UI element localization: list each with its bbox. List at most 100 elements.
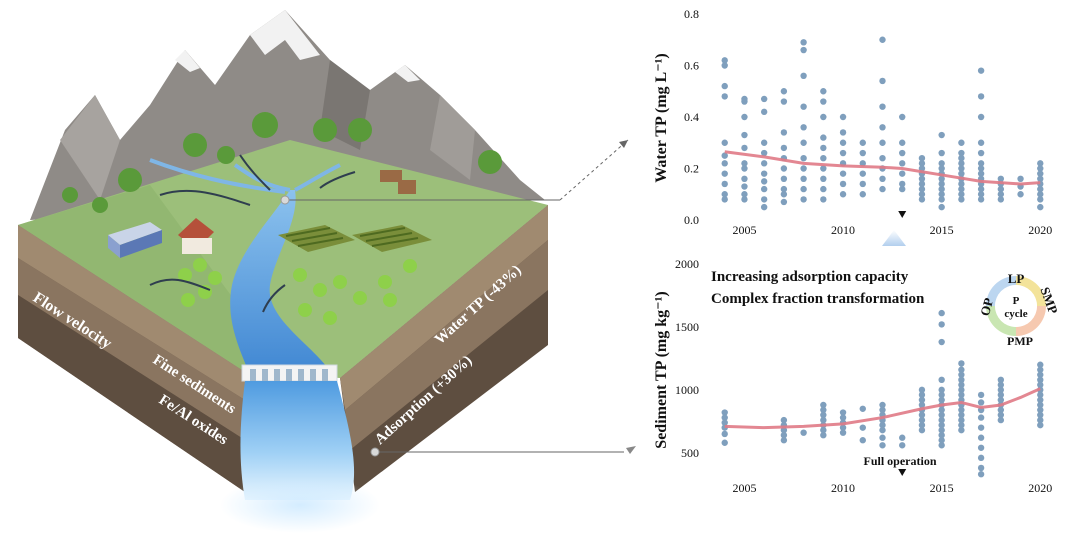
c1-data-point [938, 203, 945, 211]
c1-data-point [721, 93, 728, 100]
c2-y-tick-label: 2000 [675, 257, 699, 271]
c2-data-point [1037, 361, 1044, 368]
c2-data-point [918, 401, 926, 409]
c2-data-point [997, 381, 1005, 389]
c2-data-point [918, 386, 926, 394]
c1-data-point [899, 170, 906, 177]
c2-data-point [899, 434, 906, 441]
c1-data-point [977, 185, 985, 193]
c1-data-point [839, 129, 847, 136]
c2-data-point [958, 360, 965, 367]
c1-data-point [721, 139, 728, 146]
c1-data-point [977, 160, 985, 167]
c1-data-point [958, 165, 965, 172]
c1-data-point [760, 95, 768, 103]
c2-data-point [918, 411, 926, 419]
c2-data-point [938, 406, 945, 414]
c1-data-point [859, 160, 866, 167]
sediment-tp-operation-marker [898, 469, 907, 476]
c2-data-point [879, 442, 886, 449]
c2-data-point [958, 381, 965, 389]
c2-data-point [721, 414, 728, 421]
c1-data-point [997, 196, 1005, 203]
c1-data-point [977, 139, 985, 146]
c1-data-point [820, 175, 827, 182]
c1-y-tick-label: 0.4 [684, 110, 699, 124]
c1-data-point [741, 191, 748, 198]
c2-x-tick-label: 2020 [1028, 481, 1052, 495]
c2-data-point [820, 432, 827, 439]
c1-data-point [958, 191, 965, 198]
c2-data-point [1037, 371, 1044, 378]
c1-data-point [800, 103, 807, 110]
c2-data-point [938, 396, 945, 404]
c1-data-point [741, 144, 748, 152]
c1-data-point [899, 149, 906, 157]
p-cycle-op: OP [977, 296, 996, 317]
c1-data-point [938, 149, 945, 157]
c2-data-point [780, 416, 788, 424]
c2-data-point [997, 396, 1005, 404]
c1-data-point [800, 139, 807, 146]
c1-data-point [899, 113, 906, 121]
c1-data-point [977, 196, 985, 203]
c2-data-point [1037, 396, 1044, 404]
c2-data-point [938, 321, 945, 328]
c1-data-point [760, 108, 768, 116]
c2-data-point [938, 416, 945, 424]
c1-data-point [780, 129, 788, 136]
c1-data-point [918, 160, 926, 167]
c2-data-point [918, 396, 926, 404]
transition-arrow [882, 230, 906, 246]
c1-data-point [859, 191, 866, 198]
c2-data-point [938, 437, 945, 444]
c1-x-tick-label: 2015 [930, 223, 954, 237]
c2-data-point [938, 376, 945, 384]
c2-data-point [938, 426, 945, 434]
c2-y-tick-label: 1500 [675, 320, 699, 334]
c1-data-point [899, 185, 906, 193]
c1-data-point [977, 93, 985, 100]
water-tp-y-ticks: 0.00.20.40.60.8 [684, 7, 699, 227]
c2-data-point [721, 419, 728, 426]
c1-data-point [721, 152, 728, 159]
c2-data-point [820, 411, 827, 419]
c1-data-point [879, 155, 886, 162]
c1-data-point [820, 88, 827, 95]
c1-data-point [721, 82, 728, 90]
c2-data-point [879, 421, 886, 429]
c1-data-point [780, 98, 788, 105]
c1-data-point [839, 170, 847, 177]
c1-data-point [780, 175, 788, 182]
c1-data-point [899, 180, 906, 188]
c2-data-point [958, 371, 965, 378]
c1-x-tick-label: 2020 [1028, 223, 1052, 237]
c1-data-point [918, 185, 926, 193]
c1-data-point [760, 160, 768, 167]
c1-data-point [997, 175, 1005, 182]
adsorption-capacity-text: Increasing adsorption capacity [711, 269, 909, 285]
c2-data-point [958, 426, 965, 434]
c2-data-point [997, 386, 1005, 394]
c1-data-point [760, 139, 768, 146]
c2-data-point [879, 401, 886, 409]
sediment-tp-trend-line [724, 387, 1041, 430]
landscape-illustration: Flow velocity Fine sediments Fe/Al oxide… [18, 10, 636, 533]
c1-data-point [741, 183, 748, 190]
p-cycle-center-cycle: cycle [1004, 308, 1027, 320]
water-tp-operation-marker [898, 211, 907, 218]
c1-data-point [977, 170, 985, 177]
c1-data-point [820, 196, 827, 203]
c2-data-point [839, 414, 847, 421]
c1-data-point [938, 191, 945, 198]
c2-data-point [820, 416, 827, 424]
c1-x-tick-label: 2010 [831, 223, 855, 237]
c1-data-point [958, 155, 965, 162]
c2-data-point [938, 411, 945, 419]
c1-data-point [820, 134, 827, 141]
c2-data-point [1037, 416, 1044, 424]
c2-data-point [977, 464, 985, 472]
c1-data-point [938, 175, 945, 182]
